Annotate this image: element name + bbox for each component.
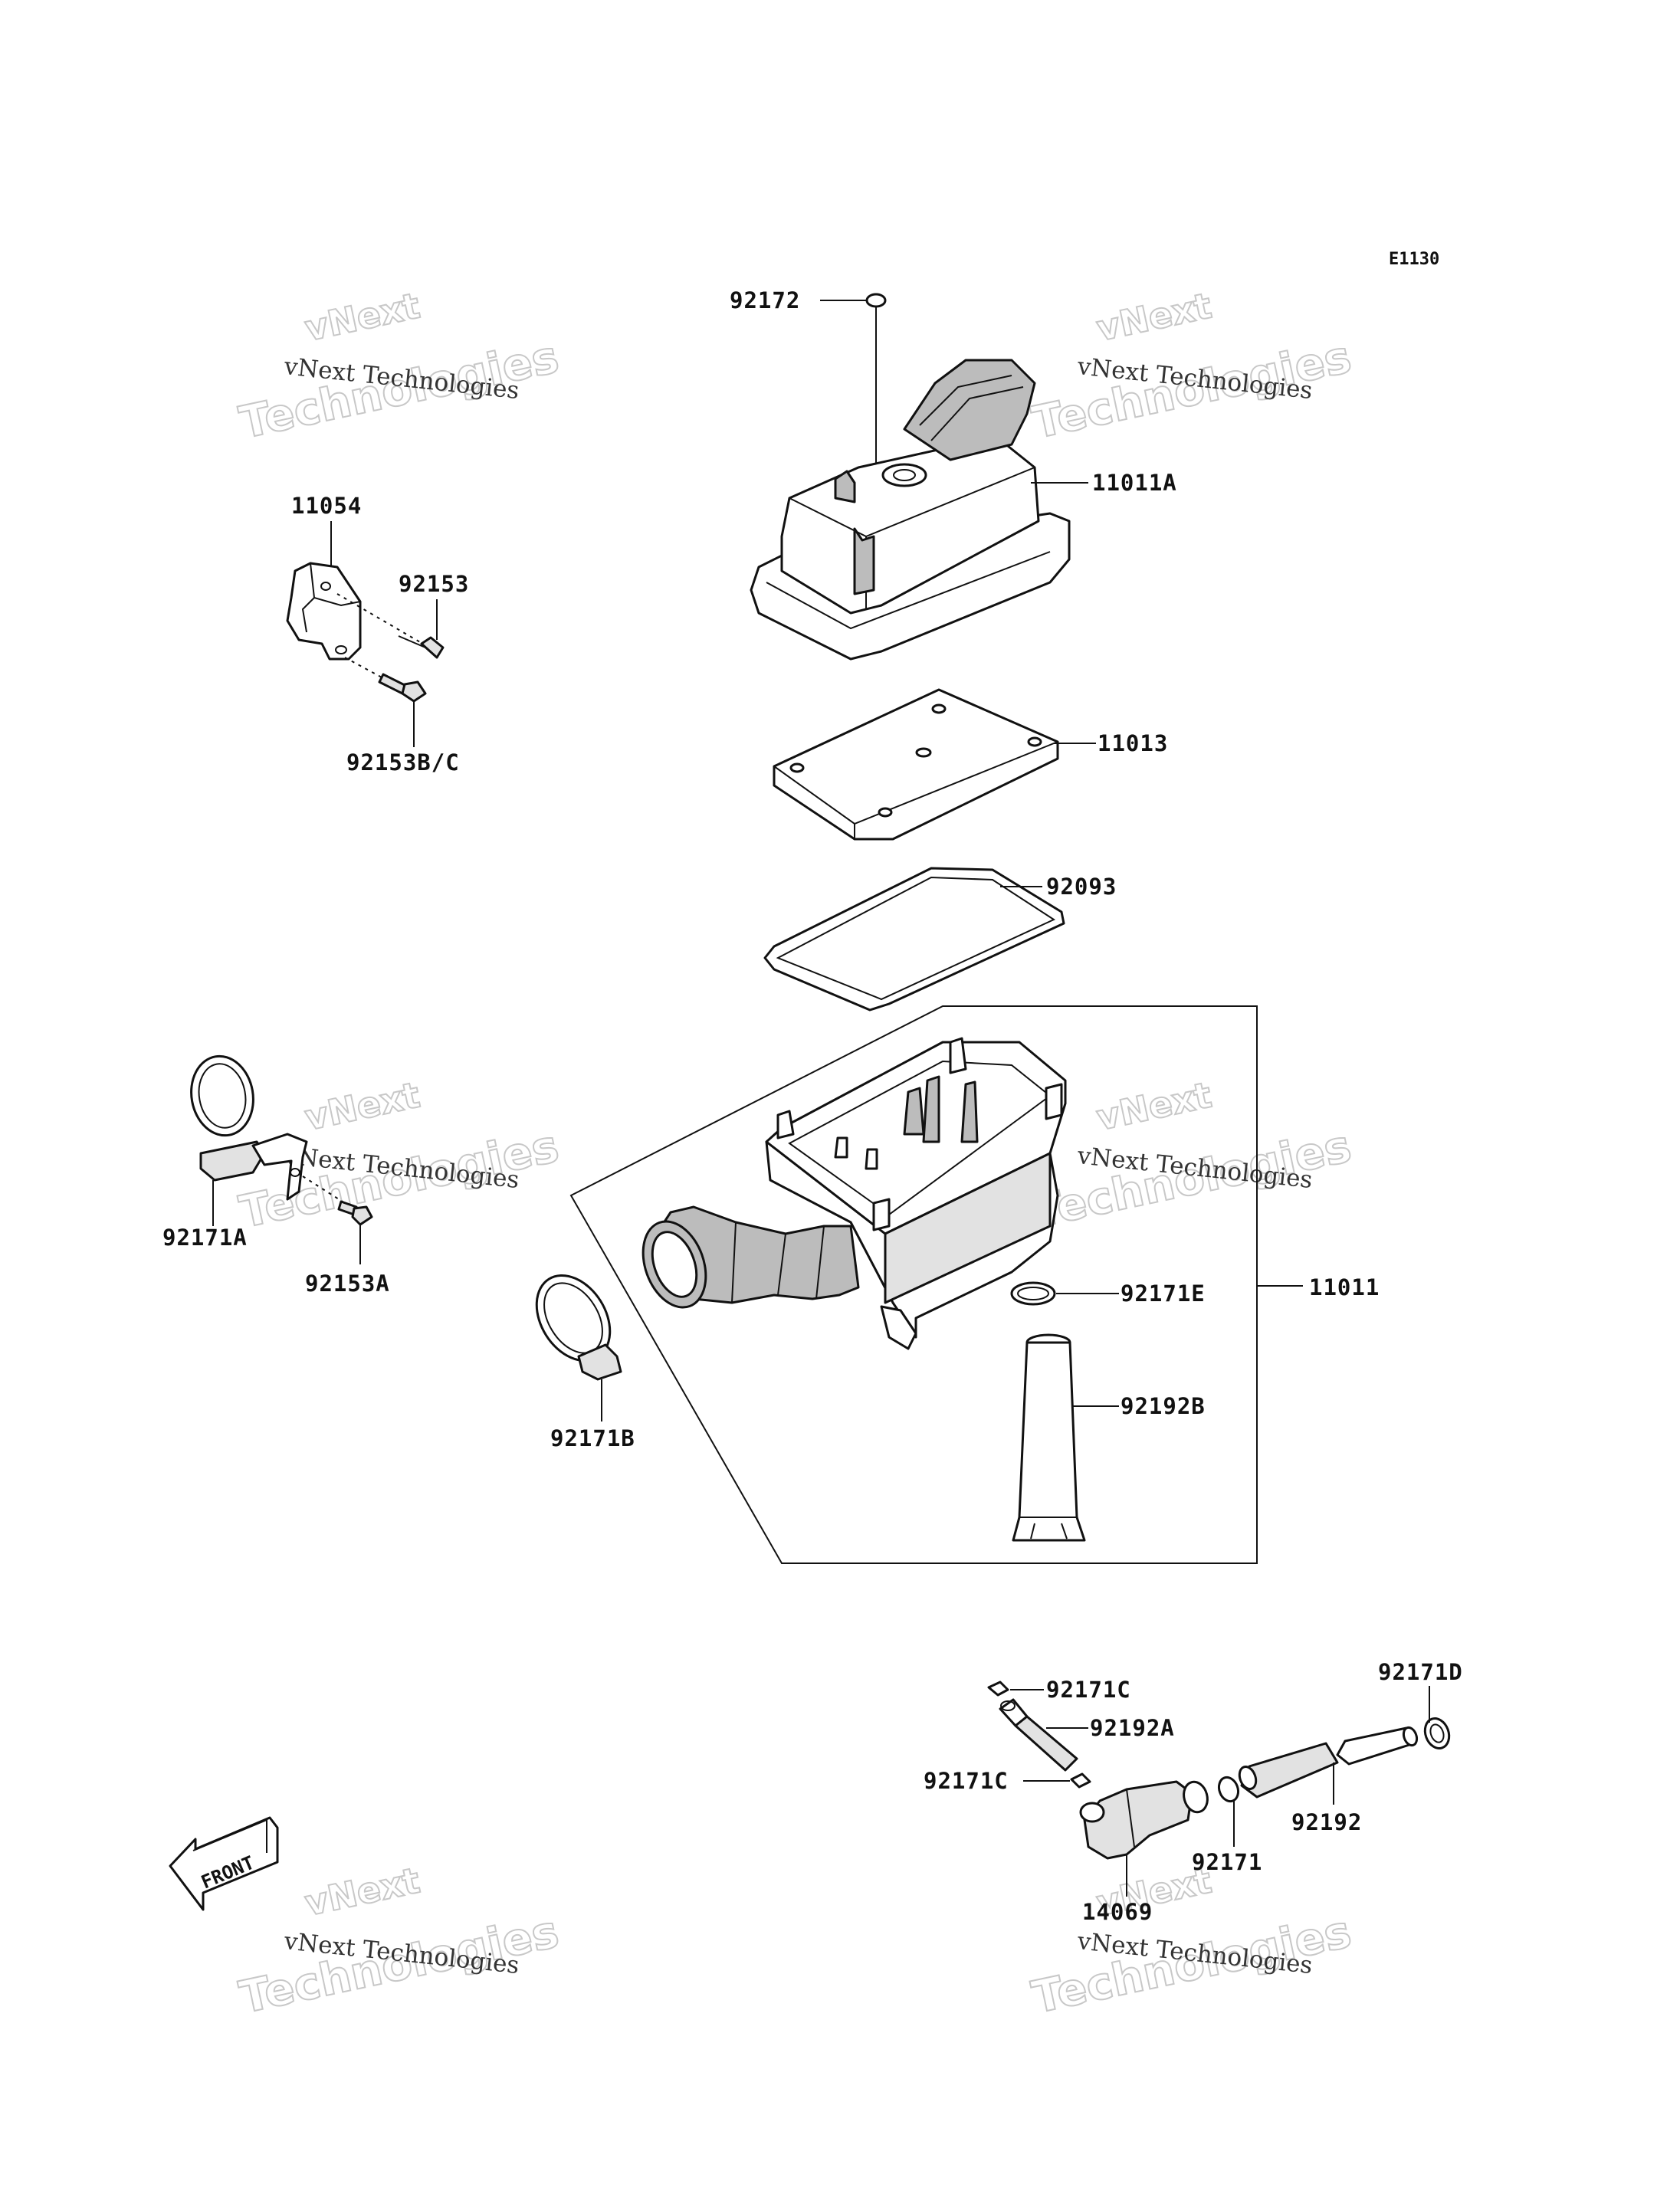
label-11013: 11013 — [1098, 730, 1168, 756]
front-arrow-icon: FRONT — [169, 1816, 279, 1911]
svg-text:vNext: vNext — [1093, 1074, 1215, 1138]
svg-text:vNext: vNext — [1093, 284, 1215, 349]
label-92171D: 92171D — [1378, 1659, 1463, 1685]
label-92171: 92171 — [1192, 1849, 1262, 1875]
watermark-top-right: vNext Technologies vNext Technologies — [1027, 284, 1357, 449]
label-11011A: 11011A — [1092, 470, 1177, 496]
label-92153A: 92153A — [305, 1271, 390, 1297]
label-92171E: 92171E — [1121, 1280, 1206, 1307]
watermark-top-left: vNext Technologies vNext Technologies — [235, 284, 564, 449]
label-92192: 92192 — [1291, 1809, 1362, 1835]
clamp-92171B[interactable] — [522, 1262, 625, 1381]
hose-92192A[interactable] — [999, 1698, 1078, 1772]
air-cleaner-cover-11011A[interactable] — [750, 359, 1071, 661]
label-11054: 11054 — [291, 493, 362, 519]
label-11011: 11011 — [1309, 1274, 1380, 1300]
bolt-92153[interactable] — [336, 593, 445, 659]
diagram-code: E1130 — [1389, 250, 1439, 269]
breather-fitting-14069[interactable] — [1079, 1779, 1211, 1860]
assembly-outline-11011 — [569, 1005, 1258, 1564]
svg-text:vNext: vNext — [301, 1859, 423, 1923]
svg-text:vNext: vNext — [301, 284, 423, 349]
bolt-92153A[interactable] — [302, 1176, 373, 1226]
clamp-92171E[interactable] — [1010, 1281, 1056, 1306]
svg-text:vNext: vNext — [301, 1074, 423, 1138]
label-92192B: 92192B — [1121, 1393, 1206, 1419]
label-92171A: 92171A — [162, 1225, 248, 1251]
watermark-bottom-right: vNext Technologies vNext Technologies — [1027, 1858, 1357, 2024]
element-plate-11013[interactable] — [773, 688, 1059, 841]
clamp-92171D[interactable] — [1421, 1715, 1453, 1752]
label-92153BC: 92153B/C — [346, 749, 460, 776]
air-cleaner-case[interactable] — [632, 1037, 1067, 1350]
bracket-11054[interactable] — [286, 562, 362, 661]
watermark-mid-right: vNext Technologies vNext Technologies — [1027, 1073, 1357, 1238]
label-92171B: 92171B — [550, 1425, 635, 1451]
clip-92171C-top[interactable] — [987, 1681, 1009, 1697]
label-92171C-top: 92171C — [1046, 1677, 1131, 1703]
label-92192A: 92192A — [1090, 1715, 1175, 1741]
watermark-bottom-left: vNext Technologies vNext Technologies — [235, 1858, 564, 2024]
label-92172: 92172 — [730, 287, 800, 313]
clamp-92171[interactable] — [1216, 1775, 1241, 1804]
gasket-92093[interactable] — [763, 867, 1065, 1012]
hose-92192[interactable] — [1236, 1726, 1419, 1799]
label-92093: 92093 — [1046, 874, 1117, 900]
clamp-92171A[interactable] — [185, 1051, 308, 1201]
label-92153: 92153 — [399, 571, 469, 597]
label-14069: 14069 — [1082, 1899, 1153, 1925]
label-92171C-mid: 92171C — [924, 1768, 1009, 1794]
drain-hose-92192B[interactable] — [1012, 1333, 1086, 1542]
clip-92171C-mid[interactable] — [1070, 1772, 1091, 1789]
bolt-92153BC[interactable] — [344, 657, 427, 703]
